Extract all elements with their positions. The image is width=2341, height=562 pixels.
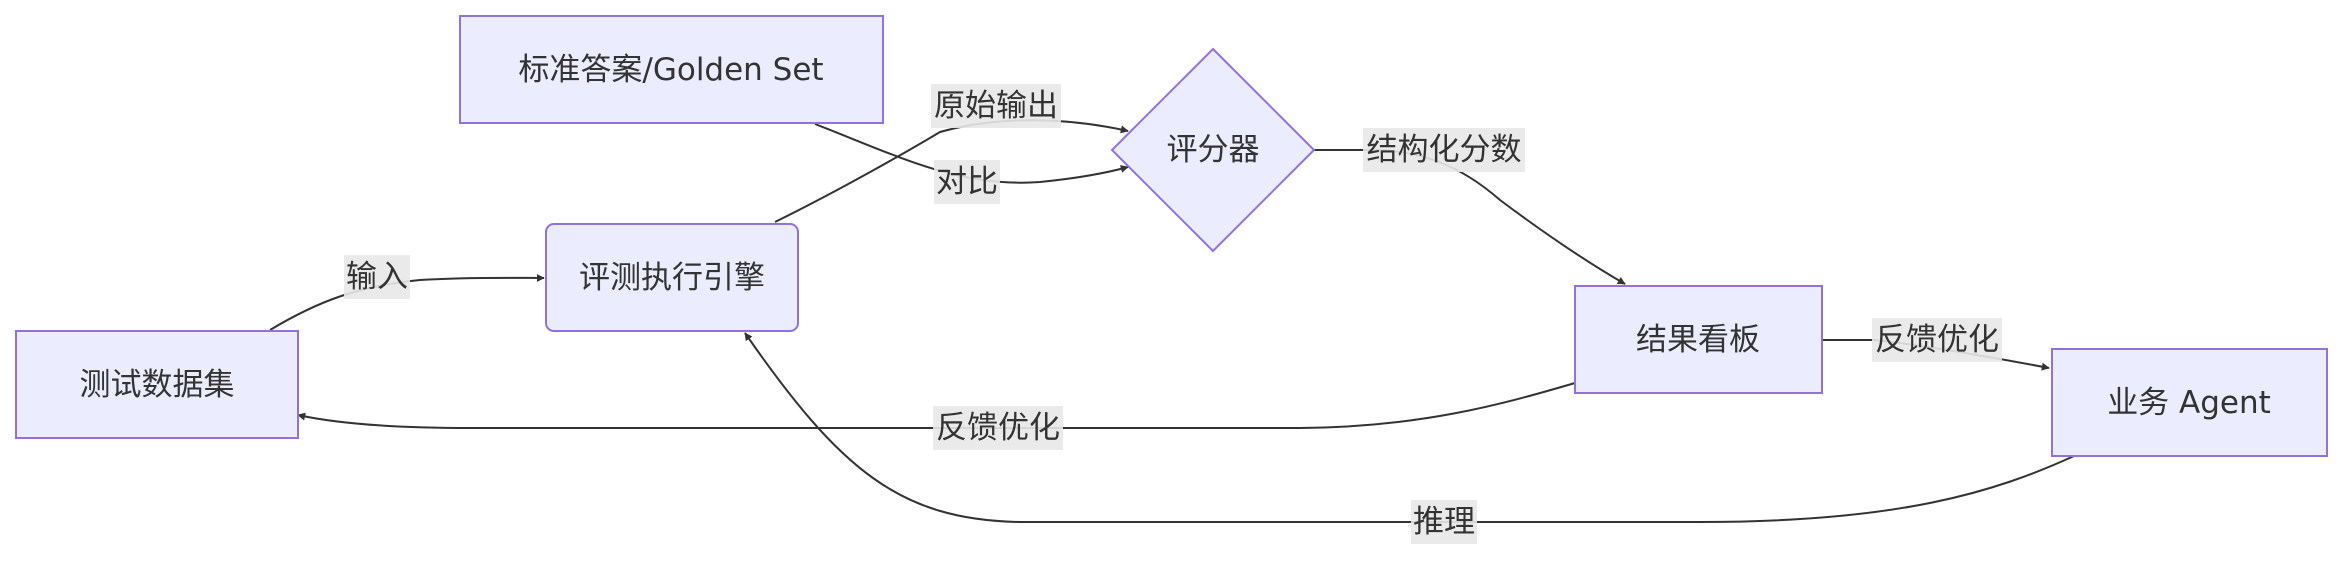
node-golden-set-label: 标准答案/Golden Set [518, 52, 823, 88]
edge-label-input-text: 输入 [346, 259, 408, 295]
node-dataset: 测试数据集 [15, 330, 299, 439]
edge-golden-to-scorer [814, 123, 1129, 184]
edge-label-inference: 推理 [1411, 500, 1477, 544]
node-dashboard: 结果看板 [1574, 285, 1823, 394]
edge-label-input: 输入 [344, 255, 410, 299]
edge-label-raw-output-text: 原始输出 [934, 88, 1058, 124]
node-engine-label: 评测执行引擎 [579, 260, 765, 296]
node-engine: 评测执行引擎 [545, 223, 799, 332]
edge-dashboard-to-dataset [297, 382, 1576, 429]
edge-label-compare: 对比 [934, 160, 1000, 204]
edge-label-feedback-agent: 反馈优化 [1872, 318, 2002, 362]
node-agent-label: 业务 Agent [2107, 385, 2271, 421]
node-scorer-label: 评分器 [1167, 132, 1260, 168]
edge-engine-to-scorer [774, 119, 1129, 223]
node-scorer: 评分器 [1110, 47, 1316, 253]
node-golden-set: 标准答案/Golden Set [459, 15, 884, 124]
edge-dataset-to-engine [269, 273, 545, 331]
edge-label-inference-text: 推理 [1413, 504, 1475, 540]
edge-label-compare-text: 对比 [936, 164, 998, 200]
edge-label-structured-score: 结构化分数 [1363, 128, 1525, 172]
edge-agent-to-engine [744, 332, 2075, 523]
edge-label-feedback-dataset: 反馈优化 [933, 406, 1063, 450]
edge-label-feedback-dataset-text: 反馈优化 [936, 410, 1060, 446]
edge-label-raw-output: 原始输出 [931, 84, 1061, 128]
node-dataset-label: 测试数据集 [80, 367, 235, 403]
node-dashboard-label: 结果看板 [1636, 322, 1760, 358]
node-agent: 业务 Agent [2051, 348, 2328, 457]
edge-label-feedback-agent-text: 反馈优化 [1875, 322, 1999, 358]
edge-label-structured-score-text: 结构化分数 [1367, 132, 1522, 168]
